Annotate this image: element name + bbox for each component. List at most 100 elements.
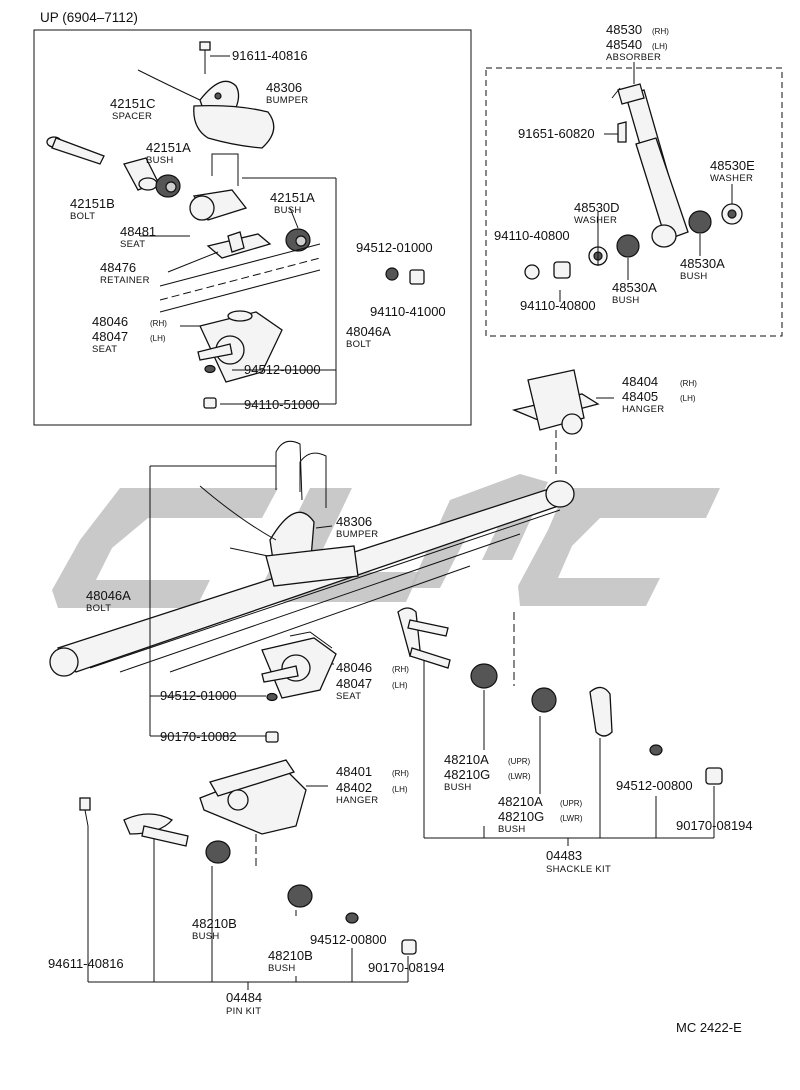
label-lwr-1: (LWR) xyxy=(508,772,531,781)
label-04483: 04483 xyxy=(546,848,582,863)
label-rh-main-2: (RH) xyxy=(392,665,409,674)
label-94512-main-b: 94512-00800 xyxy=(616,778,693,793)
label-rh-inset: (RH) xyxy=(150,319,167,328)
label-bolt-main: BOLT xyxy=(86,603,111,614)
inset-leaders xyxy=(140,177,337,405)
rear-hanger-48401 xyxy=(199,759,307,835)
label-48210g-1: 48210G xyxy=(444,767,490,782)
label-48306-main: 48306 xyxy=(336,514,372,529)
label-48530: 48530 xyxy=(606,22,642,37)
label-48210g-2: 48210G xyxy=(498,809,544,824)
label-retainer: RETAINER xyxy=(100,275,150,286)
inset-retainer-48476 xyxy=(159,231,321,313)
label-rh-absorber: (RH) xyxy=(652,27,669,36)
label-lh-main-1: (LH) xyxy=(680,394,696,403)
label-48530a-2: 48530A xyxy=(680,256,725,271)
inset-nuts xyxy=(203,267,425,409)
label-48210b-2: 48210B xyxy=(268,948,313,963)
label-lwr-2: (LWR) xyxy=(560,814,583,823)
label-bush-abs-2: BUSH xyxy=(680,271,708,282)
label-lh-inset: (LH) xyxy=(150,334,166,343)
page-title: UP (6904–7112) xyxy=(40,10,138,25)
label-48047-main: 48047 xyxy=(336,676,372,691)
label-washer-1: WASHER xyxy=(710,173,753,184)
label-48540: 48540 xyxy=(606,37,642,52)
label-94512-main-a: 94512-01000 xyxy=(160,688,237,703)
label-48210b-1: 48210B xyxy=(192,916,237,931)
label-upr-2: (UPR) xyxy=(560,799,583,808)
label-94512-main-c: 94512-00800 xyxy=(310,932,387,947)
label-91611: 91611-40816 xyxy=(232,48,308,63)
label-bolt-1: BOLT xyxy=(70,211,95,222)
label-bumper-inset: BUMPER xyxy=(266,95,308,106)
label-rh-main-3: (RH) xyxy=(392,769,409,778)
label-seat-2: SEAT xyxy=(92,344,117,355)
label-48401: 48401 xyxy=(336,764,372,779)
label-04484: 04484 xyxy=(226,990,262,1005)
label-bush-abs-1: BUSH xyxy=(612,295,640,306)
label-seat-main: SEAT xyxy=(336,691,361,702)
label-94512-inset-a: 94512-01000 xyxy=(356,240,433,255)
main-seat-48046 xyxy=(261,631,337,699)
inset-bush-42151a-2 xyxy=(285,228,311,252)
label-rh-main-1: (RH) xyxy=(680,379,697,388)
label-absorber: ABSORBER xyxy=(606,52,661,63)
front-hanger-48404 xyxy=(511,369,600,435)
label-94110-abs-a: 94110-40800 xyxy=(494,228,570,243)
label-bolt-2: BOLT xyxy=(346,339,371,350)
label-shackle-kit: SHACKLE KIT xyxy=(546,864,611,875)
label-42151b: 42151B xyxy=(70,196,115,211)
label-bush-1: BUSH xyxy=(146,155,174,166)
diagram-code: MC 2422-E xyxy=(676,1020,742,1035)
label-48047-inset: 48047 xyxy=(92,329,128,344)
label-48046a-inset: 48046A xyxy=(346,324,391,339)
inset-bush-42151a-1 xyxy=(155,174,181,198)
label-94110-inset-a: 94110-41000 xyxy=(370,304,446,319)
label-48530e: 48530E xyxy=(710,158,755,173)
shackle-kit-leaders xyxy=(423,660,715,846)
label-pin-kit: PIN KIT xyxy=(226,1006,261,1017)
label-48404: 48404 xyxy=(622,374,658,389)
label-spacer: SPACER xyxy=(112,111,152,122)
label-lh-absorber: (LH) xyxy=(652,42,668,51)
label-48046-main: 48046 xyxy=(336,660,372,675)
label-91651: 91651-60820 xyxy=(518,126,595,141)
inset-bolt-91611 xyxy=(199,41,230,74)
inset-box xyxy=(33,29,472,426)
pin-kit-parts xyxy=(79,797,417,955)
label-lh-main-3: (LH) xyxy=(392,785,408,794)
label-bush-main-4: BUSH xyxy=(268,963,296,974)
label-bush-main-1: BUSH xyxy=(444,782,472,793)
label-94110-abs-b: 94110-40800 xyxy=(520,298,596,313)
label-48306-inset: 48306 xyxy=(266,80,302,95)
label-42151a-2: 42151A xyxy=(270,190,315,205)
label-48210a-2: 48210A xyxy=(498,794,543,809)
label-hanger-2: HANGER xyxy=(336,795,378,806)
label-90170-main-b: 90170-08194 xyxy=(676,818,753,833)
dashed-frame-lines xyxy=(255,430,557,866)
label-48210a-1: 48210A xyxy=(444,752,489,767)
watermark-logo xyxy=(52,474,720,608)
label-94611: 94611-40816 xyxy=(48,956,124,971)
shackle-kit-parts xyxy=(397,607,723,785)
label-seat-1: SEAT xyxy=(120,239,145,250)
label-bush-2: BUSH xyxy=(274,205,302,216)
ubolts-and-bumper xyxy=(199,440,359,587)
label-upr-1: (UPR) xyxy=(508,757,531,766)
label-48046a-main: 48046A xyxy=(86,588,131,603)
main-leaders xyxy=(149,465,279,743)
label-94512-inset-b: 94512-01000 xyxy=(244,362,321,377)
label-48481: 48481 xyxy=(120,224,156,239)
label-bush-main-2: BUSH xyxy=(498,824,526,835)
label-42151c: 42151C xyxy=(110,96,156,111)
label-48046-inset: 48046 xyxy=(92,314,128,329)
inset-seat-48046 xyxy=(197,310,283,383)
label-42151a-1: 42151A xyxy=(146,140,191,155)
label-90170-main-a: 90170-10082 xyxy=(160,729,237,744)
inset-bumper-48306 xyxy=(137,69,275,149)
label-48530a-1: 48530A xyxy=(612,280,657,295)
label-48402: 48402 xyxy=(336,780,372,795)
label-bush-main-3: BUSH xyxy=(192,931,220,942)
